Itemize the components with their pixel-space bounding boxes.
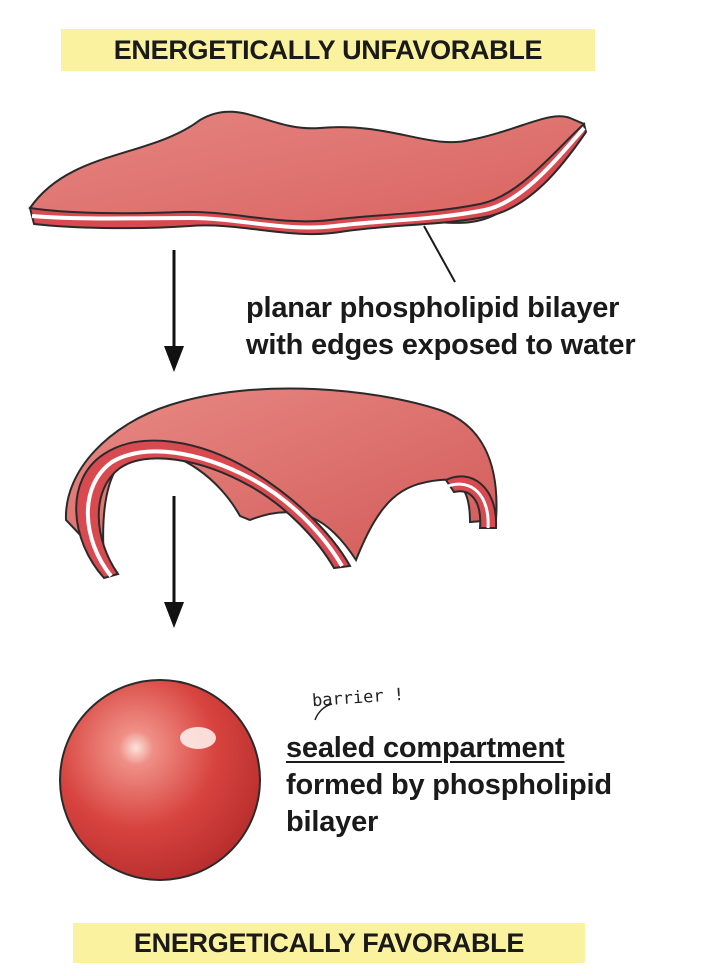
planar-leader-line xyxy=(423,225,456,283)
sealed-label-line-3: bilayer xyxy=(286,806,379,838)
planar-bilayer-label: planar phospholipid bilayer with edges e… xyxy=(246,290,636,364)
energetically-favorable-banner: ENERGETICALLY FAVORABLE xyxy=(73,923,585,963)
sealed-compartment-label: sealed compartment formed by phospholipi… xyxy=(286,730,612,841)
sealed-compartment-sphere xyxy=(59,679,261,881)
energetically-unfavorable-banner: ENERGETICALLY UNFAVORABLE xyxy=(61,29,595,71)
curved-bilayer-dome xyxy=(64,387,498,580)
handwritten-tick xyxy=(314,703,333,721)
planar-label-line-2: with edges exposed to water xyxy=(246,329,636,361)
sealed-label-line-2: formed by phospholipid xyxy=(286,769,612,801)
planar-bilayer-sheet xyxy=(28,110,588,236)
top-banner-text: ENERGETICALLY UNFAVORABLE xyxy=(113,34,543,65)
sealed-label-line-1: sealed compartment xyxy=(286,732,565,764)
planar-label-line-1: planar phospholipid bilayer xyxy=(246,292,620,324)
bottom-banner-text: ENERGETICALLY FAVORABLE xyxy=(133,927,525,958)
down-arrow-2 xyxy=(164,496,184,628)
down-arrow-1 xyxy=(164,250,184,372)
